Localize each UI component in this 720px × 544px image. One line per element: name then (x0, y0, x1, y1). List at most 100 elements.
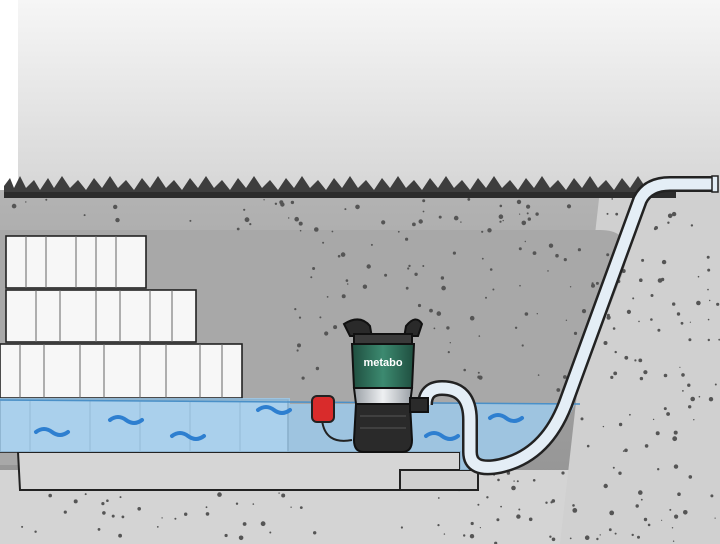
soil-speckle (440, 276, 445, 280)
soil-speckle (516, 480, 519, 483)
soil-speckle (624, 448, 628, 453)
soil-speckle (313, 531, 317, 535)
soil-speckle (279, 200, 284, 205)
soil-speckle (613, 371, 618, 376)
soil-speckle (679, 366, 681, 368)
soil-speckle (599, 534, 601, 536)
soil-speckle (687, 383, 691, 387)
pump-top-cap (353, 333, 413, 345)
soil-speckle (680, 321, 684, 325)
soil-speckle (697, 275, 700, 278)
soil-speckle (297, 343, 301, 348)
soil-speckle (606, 253, 610, 257)
soil-speckle (294, 216, 300, 222)
soil-speckle (632, 297, 635, 300)
soil-speckle (224, 533, 228, 538)
soil-speckle (657, 328, 661, 332)
soil-speckle (408, 264, 411, 268)
soil-speckle (565, 319, 568, 321)
soil-speckle (281, 493, 286, 498)
soil-speckle (657, 468, 660, 471)
soil-speckle (355, 204, 360, 210)
soil-speckle (433, 327, 436, 330)
soil-speckle (650, 294, 654, 297)
soil-speckle (310, 276, 313, 279)
soil-speckle (477, 375, 481, 379)
hose-end (711, 175, 719, 193)
soil-speckle (536, 313, 538, 315)
soil-speckle (298, 316, 302, 319)
soil-speckle (513, 480, 515, 482)
soil-speckle (643, 517, 648, 522)
soil-speckle (467, 198, 471, 201)
soil-speckle (453, 215, 459, 221)
soil-speckle (263, 199, 265, 201)
soil-speckle (489, 268, 493, 271)
soil-speckle (521, 220, 527, 226)
soil-speckle (547, 270, 549, 272)
soil-speckle (596, 537, 599, 541)
soil-speckle (106, 499, 109, 503)
soil-speckle (661, 259, 667, 265)
soil-speckle (481, 257, 484, 260)
soil-speckle (644, 444, 649, 448)
soil-speckle (341, 294, 346, 299)
soil-speckle (641, 258, 645, 262)
soil-speckle (624, 355, 629, 360)
soil-speckle (683, 510, 688, 515)
soil-speckle (290, 506, 292, 508)
soil-speckle (463, 368, 467, 372)
soil-speckle (249, 223, 252, 226)
concrete-step (399, 469, 479, 491)
soil-speckle (622, 450, 625, 452)
soil-speckle (688, 405, 692, 409)
soil-speckle (429, 308, 433, 313)
soil-speckle (707, 288, 709, 291)
soil-speckle (549, 535, 552, 538)
soil-speckle (422, 210, 425, 213)
soil-speckle (618, 471, 622, 475)
soil-speckle (496, 518, 500, 522)
soil-speckle (682, 390, 684, 392)
soil-speckle (518, 508, 521, 511)
soil-speckle (638, 320, 640, 323)
soil-speckle (63, 510, 67, 514)
soil-speckle (714, 517, 716, 519)
soil-speckle (639, 376, 644, 381)
soil-speckle (611, 198, 613, 200)
soil-speckle (545, 501, 548, 504)
soil-speckle (189, 219, 192, 222)
soil-speckle (524, 240, 526, 243)
soil-speckle (528, 517, 533, 522)
soil-speckle (414, 272, 418, 276)
soil-speckle (438, 215, 442, 219)
soil-speckle (614, 350, 617, 354)
soil-speckle (660, 277, 665, 282)
soil-speckle (614, 532, 617, 535)
soil-speckle (299, 229, 302, 232)
soil-speckle (405, 286, 409, 290)
soil-speckle (677, 492, 681, 497)
soil-speckle (532, 251, 537, 256)
soil-speckle (640, 498, 643, 501)
soil-speckle (603, 341, 608, 345)
water-surface (0, 399, 581, 405)
soil-speckle (602, 425, 605, 428)
water-waves (34, 405, 524, 441)
soil-speckle (638, 490, 643, 495)
grass (4, 176, 676, 196)
soil-speckle (184, 512, 188, 516)
soil-speckle (519, 213, 521, 215)
soil-speckle (312, 267, 316, 270)
soil-speckle (671, 211, 677, 217)
soil-speckle (696, 300, 701, 306)
soil-speckle (469, 315, 475, 321)
soil-speckle (518, 247, 522, 251)
soil-speckle (606, 315, 611, 320)
soil-speckle (242, 522, 247, 526)
soil-speckle (606, 313, 610, 317)
soil-speckle (34, 530, 37, 533)
soil-speckle (319, 316, 322, 319)
soil-speckle (441, 285, 446, 291)
